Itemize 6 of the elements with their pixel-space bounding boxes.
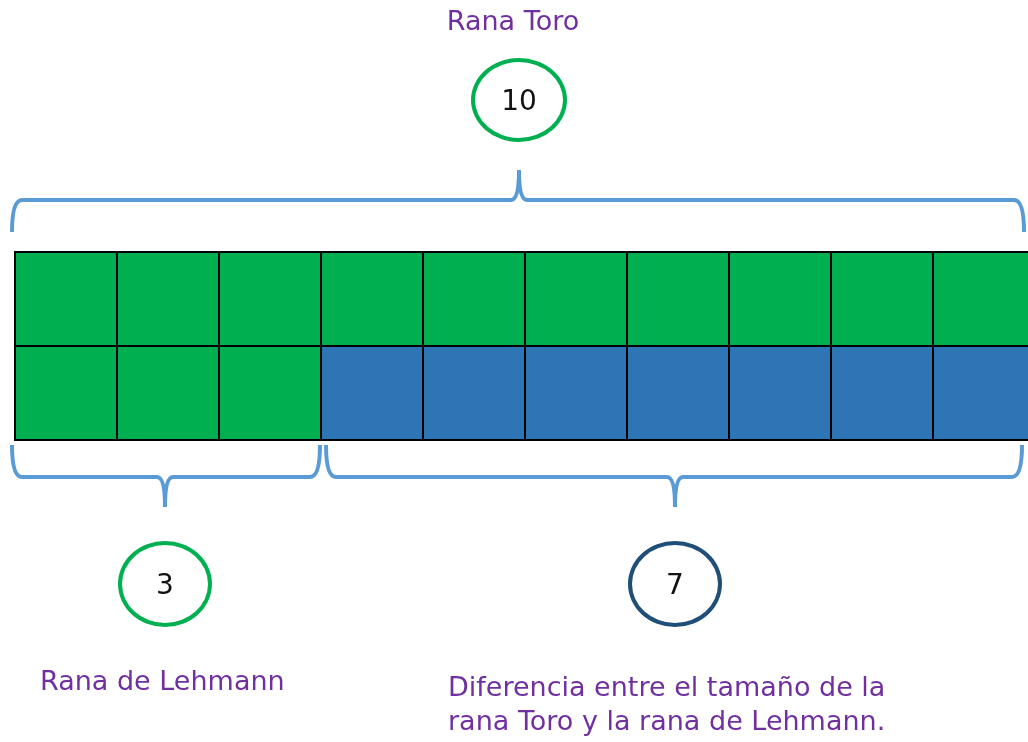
number-circle: 10: [471, 58, 567, 142]
caption-text: Diferencia entre el tamaño de la rana Toro y la rana de Lehmann.: [448, 670, 887, 738]
number-circle: 7: [628, 541, 722, 627]
caption-text: Rana Toro: [445, 4, 581, 38]
caption-text: Rana de Lehmann: [40, 664, 286, 698]
number-circle: 3: [118, 541, 212, 627]
